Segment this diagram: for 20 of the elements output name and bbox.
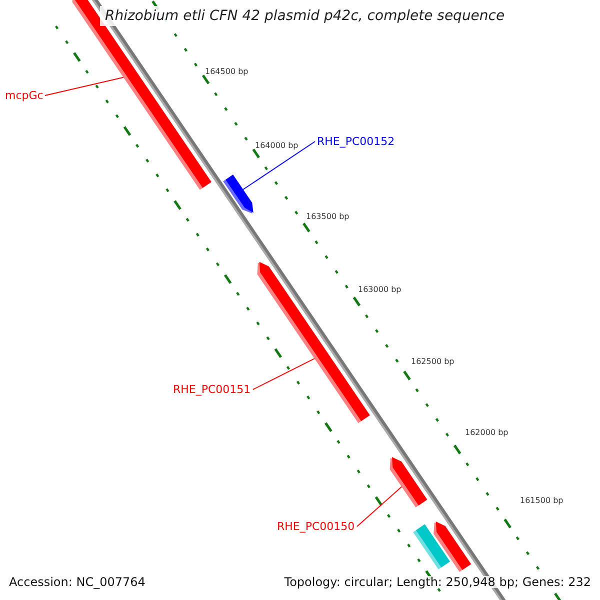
gene-label: mcpGc <box>5 90 44 101</box>
tick-label: 162000 bp <box>465 429 508 437</box>
gene-feature <box>413 524 450 570</box>
gene-label: RHE_PC00150 <box>277 521 355 532</box>
summary-text: Topology: circular; Length: 250,948 bp; Genes: 232 <box>284 576 591 588</box>
tick-label: 161500 bp <box>520 497 564 505</box>
tick-label: 162500 bp <box>411 358 454 366</box>
leader-line <box>44 76 124 96</box>
leader-line <box>356 486 402 527</box>
gene-label: RHE_PC00152 <box>317 136 395 147</box>
tick-label: 163500 bp <box>306 213 350 221</box>
gene-label: RHE_PC00151 <box>173 384 251 395</box>
leader-line <box>242 141 316 190</box>
tick-label: 163000 bp <box>358 286 402 294</box>
accession-text: Accession: NC_007764 <box>9 576 146 588</box>
tick-label: 164500 bp <box>205 68 248 76</box>
tick-label: 164000 bp <box>255 142 298 150</box>
gene-feature <box>223 174 254 214</box>
gene-feature <box>390 457 428 508</box>
leader-line <box>252 358 315 390</box>
